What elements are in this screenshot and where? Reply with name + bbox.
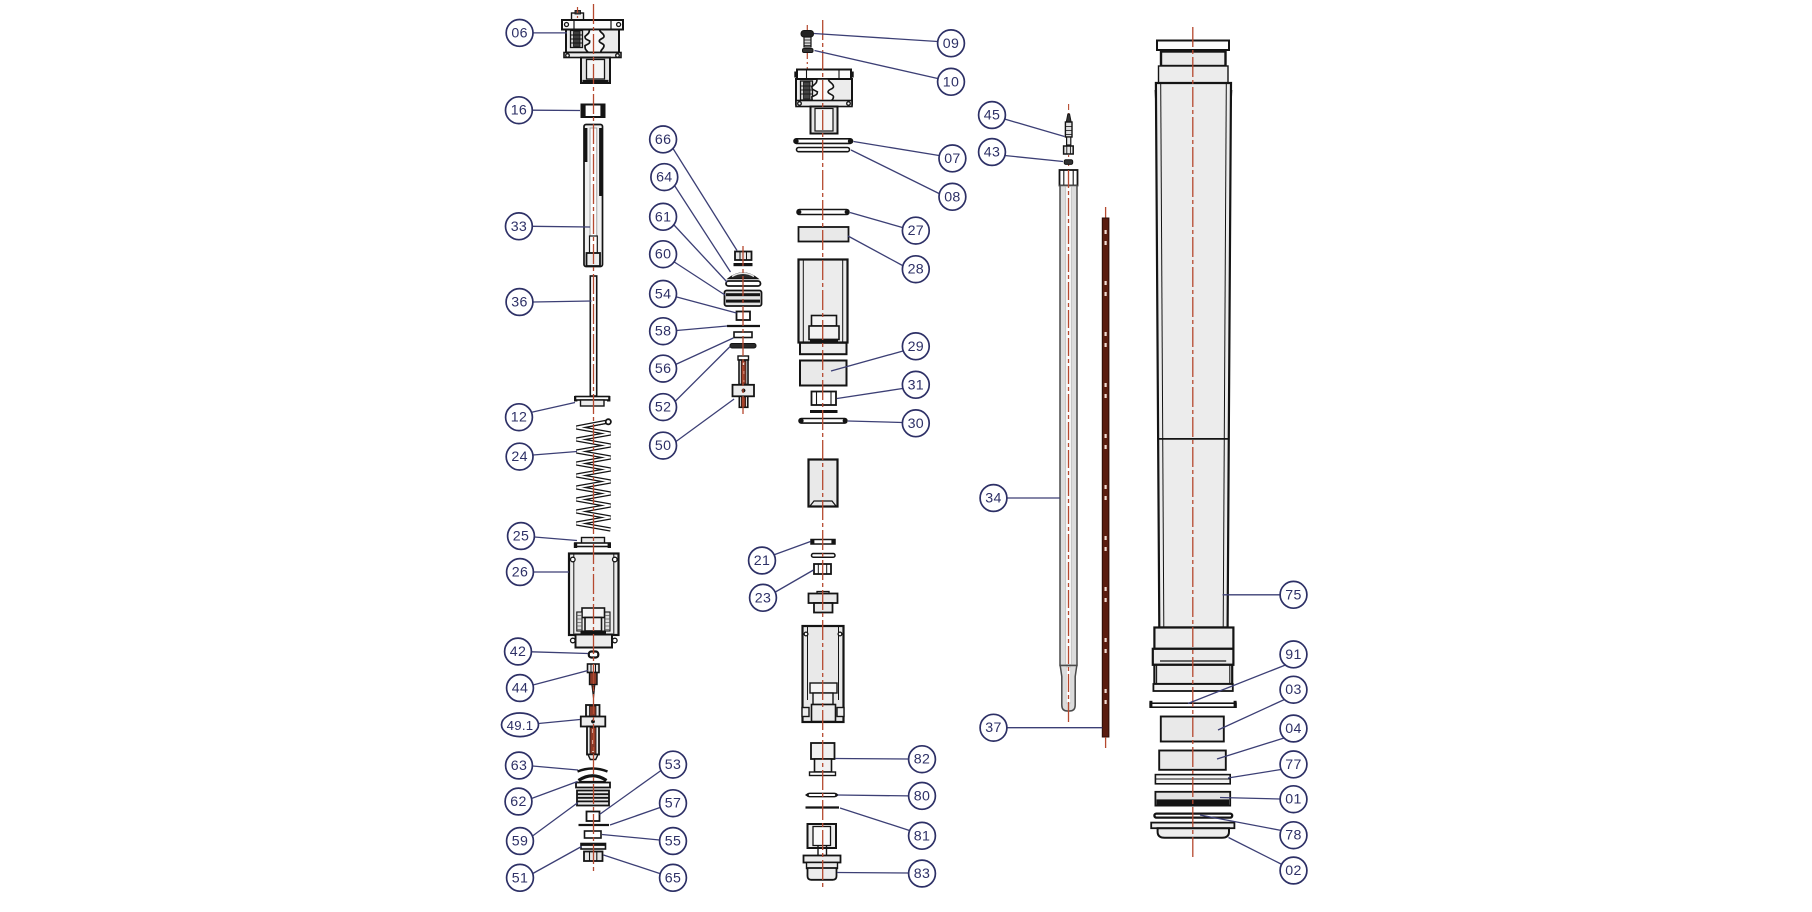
svg-text:08: 08 xyxy=(944,189,960,205)
svg-text:31: 31 xyxy=(908,377,924,393)
svg-text:80: 80 xyxy=(914,788,930,804)
svg-text:07: 07 xyxy=(944,151,960,167)
svg-text:24: 24 xyxy=(511,449,527,465)
svg-text:82: 82 xyxy=(914,752,930,768)
svg-text:29: 29 xyxy=(908,339,924,355)
svg-text:34: 34 xyxy=(985,491,1001,507)
svg-text:54: 54 xyxy=(655,286,671,302)
svg-text:03: 03 xyxy=(1285,682,1301,698)
svg-text:78: 78 xyxy=(1285,828,1301,844)
svg-text:43: 43 xyxy=(984,145,1000,161)
svg-text:37: 37 xyxy=(985,720,1001,736)
svg-text:52: 52 xyxy=(655,400,671,416)
svg-text:65: 65 xyxy=(665,870,681,886)
svg-text:28: 28 xyxy=(908,262,924,278)
svg-text:56: 56 xyxy=(655,361,671,377)
svg-text:63: 63 xyxy=(511,758,527,774)
svg-text:53: 53 xyxy=(665,757,681,773)
svg-text:42: 42 xyxy=(510,644,526,660)
svg-text:02: 02 xyxy=(1285,863,1301,879)
svg-text:51: 51 xyxy=(512,870,528,886)
svg-text:83: 83 xyxy=(914,866,930,882)
svg-text:27: 27 xyxy=(908,223,924,239)
svg-text:21: 21 xyxy=(754,553,770,569)
svg-text:81: 81 xyxy=(914,828,930,844)
svg-text:30: 30 xyxy=(908,416,924,432)
svg-text:44: 44 xyxy=(512,681,528,697)
svg-text:49.1: 49.1 xyxy=(507,718,534,733)
svg-text:23: 23 xyxy=(755,590,771,606)
svg-text:64: 64 xyxy=(656,170,672,186)
svg-text:61: 61 xyxy=(655,209,671,225)
svg-text:33: 33 xyxy=(511,219,527,235)
svg-text:06: 06 xyxy=(511,25,527,41)
svg-text:01: 01 xyxy=(1285,792,1301,808)
svg-text:58: 58 xyxy=(655,324,671,340)
svg-text:60: 60 xyxy=(655,247,671,263)
svg-text:75: 75 xyxy=(1285,587,1301,603)
svg-text:36: 36 xyxy=(511,295,527,311)
svg-text:09: 09 xyxy=(943,36,959,52)
svg-text:57: 57 xyxy=(665,796,681,812)
svg-text:50: 50 xyxy=(655,438,671,454)
svg-text:77: 77 xyxy=(1285,757,1301,773)
svg-text:66: 66 xyxy=(655,132,671,148)
svg-text:12: 12 xyxy=(511,410,527,426)
svg-text:26: 26 xyxy=(512,565,528,581)
svg-text:55: 55 xyxy=(665,834,681,850)
svg-text:10: 10 xyxy=(943,74,959,90)
svg-text:45: 45 xyxy=(984,108,1000,124)
svg-text:04: 04 xyxy=(1285,721,1301,737)
svg-text:16: 16 xyxy=(511,103,527,119)
svg-text:25: 25 xyxy=(513,529,529,545)
svg-text:62: 62 xyxy=(510,794,526,810)
svg-text:59: 59 xyxy=(512,834,528,850)
svg-text:91: 91 xyxy=(1285,647,1301,663)
